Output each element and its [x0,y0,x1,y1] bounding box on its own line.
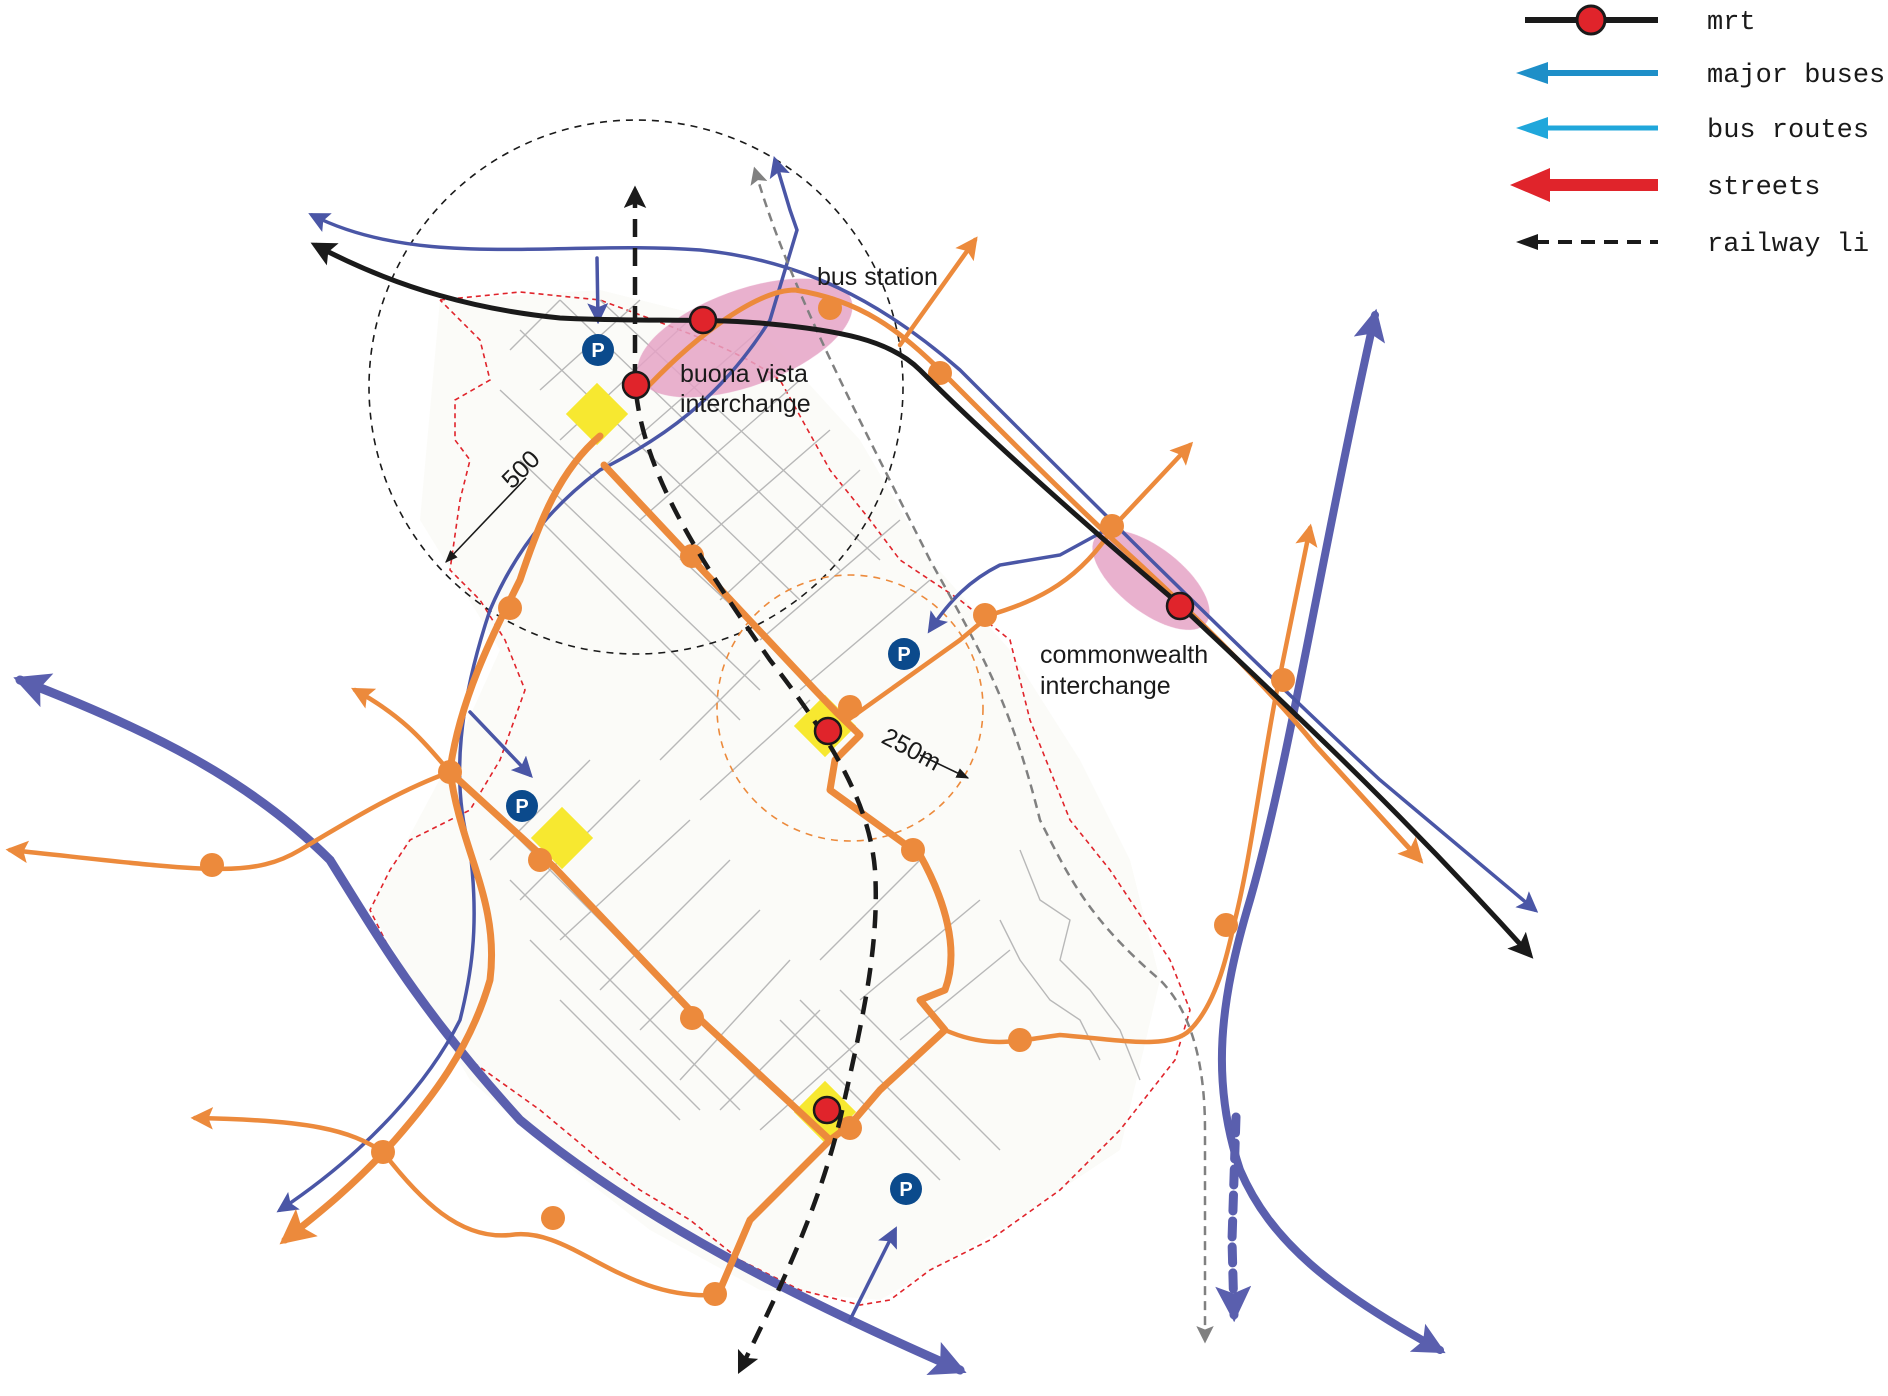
street-arrow-icon [1510,168,1550,202]
legend-item-bus-routes: bus routes [1516,116,1869,146]
svg-text:mrt: mrt [1707,8,1756,38]
legend: mrt major buses bus routes streets railw… [1510,4,1885,260]
major-bus-arrow-icon [1516,62,1548,84]
legend-item-railway: railway li [1516,230,1869,260]
legend-item-major-buses: major buses [1516,61,1885,91]
parking-icon: P [888,638,920,670]
bus-station-label: bus station [817,263,938,291]
parking-icon: P [582,334,614,366]
mrt-line [310,242,1534,959]
mrt-line-icon [1575,4,1607,36]
radius-250-arrow [919,754,970,779]
svg-text:P: P [897,644,910,666]
svg-text:streets: streets [1707,173,1820,203]
svg-text:P: P [515,796,528,818]
parking-icon: P [890,1173,922,1205]
commonwealth-label-line2: interchange [1040,672,1171,700]
legend-item-streets: streets [1510,168,1820,203]
mrt-stations [621,305,1195,1125]
bus-route-arrow-icon [1516,117,1548,139]
radius-500-arrow [445,477,527,563]
commonwealth-label: commonwealth [1040,641,1208,669]
svg-text:bus routes: bus routes [1707,116,1869,146]
buona-vista-label-line2: interchange [680,390,811,418]
legend-item-mrt: mrt [1525,4,1756,38]
svg-text:railway li: railway li [1707,230,1869,260]
svg-text:major buses: major buses [1707,61,1885,91]
parking-icon: P [506,790,538,822]
parking-icons: P P P P [506,334,922,1205]
svg-text:P: P [899,1179,912,1201]
railway-dashed-arrow-icon [1516,234,1538,250]
railway-line [623,185,879,1375]
svg-text:P: P [591,340,604,362]
railway-grey-dashed [750,166,1214,1344]
buona-vista-label: buona vista [680,360,808,388]
site-area [370,290,1160,1300]
